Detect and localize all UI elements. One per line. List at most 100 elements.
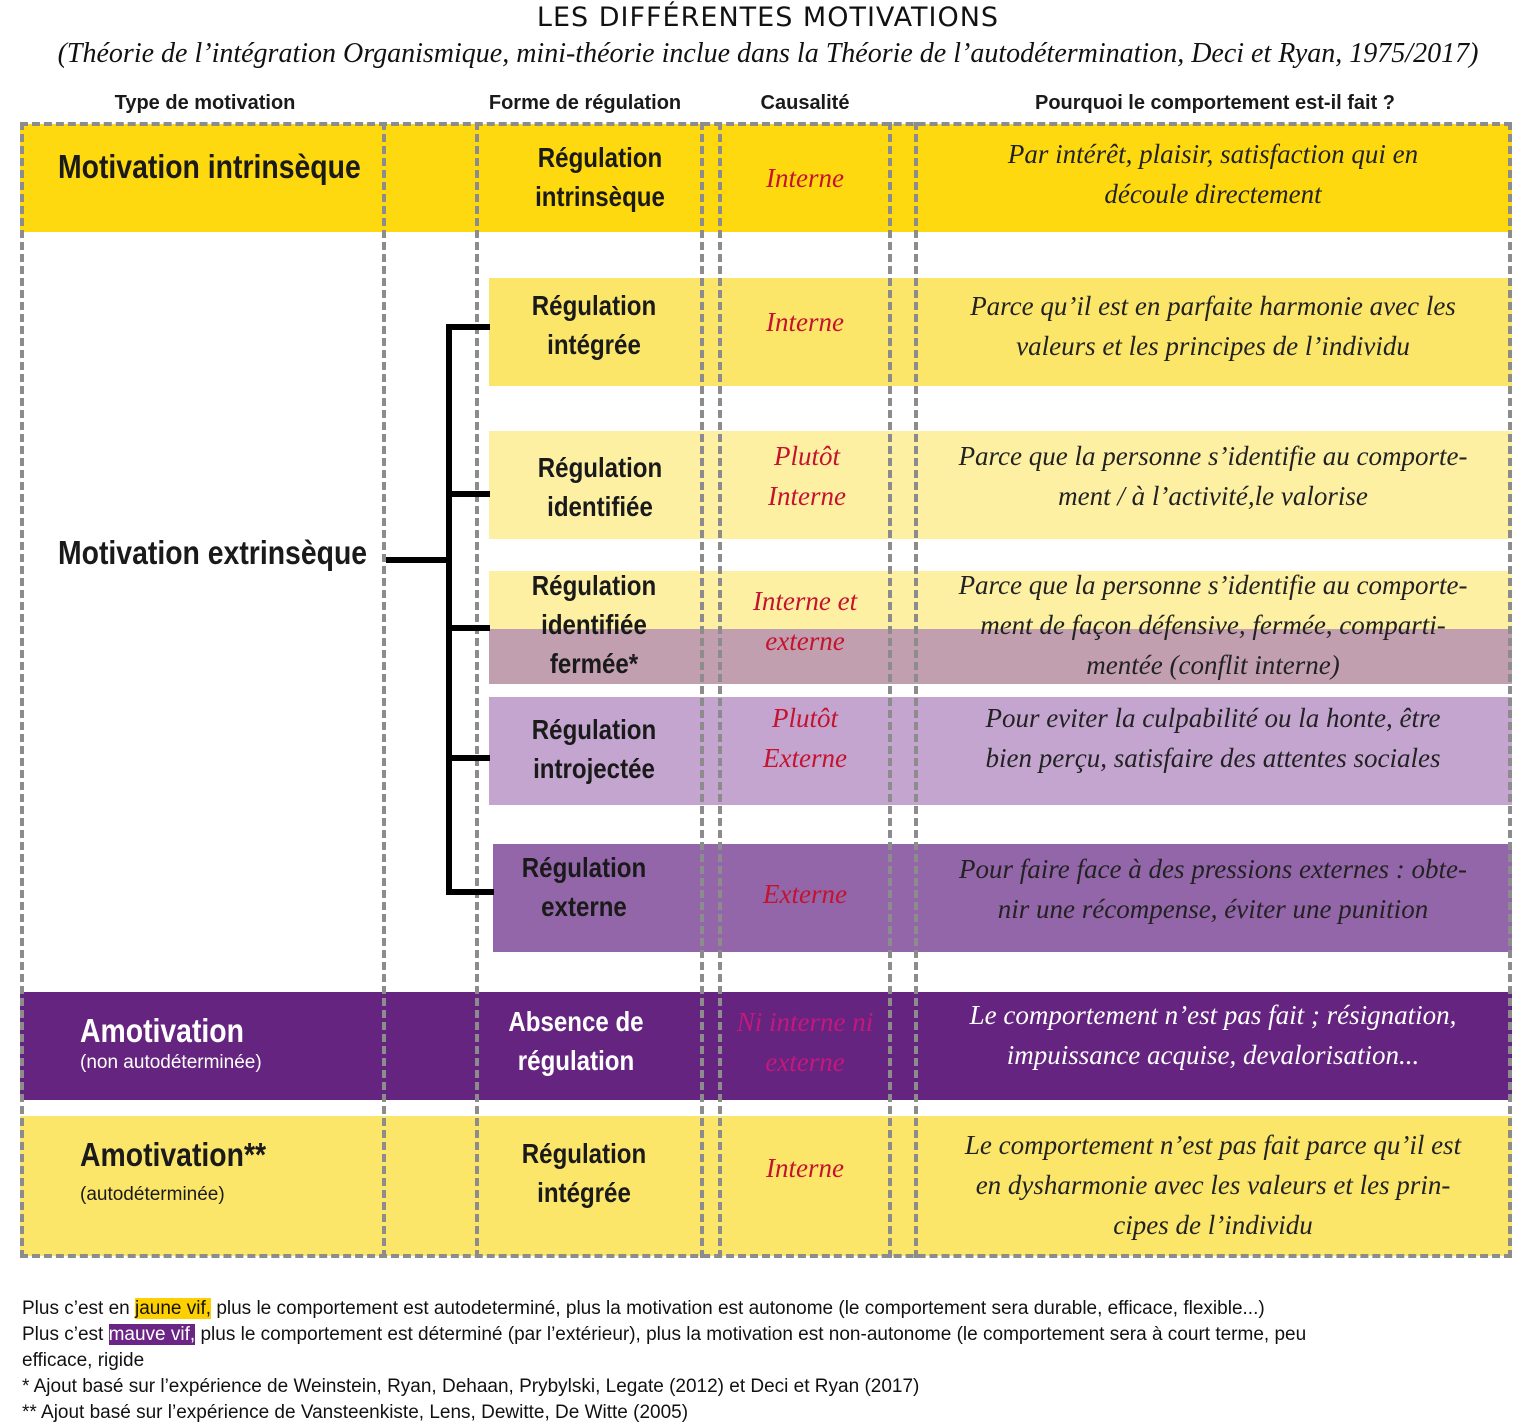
band-identifiee-fermee-bottom xyxy=(489,629,1512,684)
pourquoi-identifiee: Parce que la personne s’identifie au com… xyxy=(918,436,1508,516)
pourquoi-line: Par intérêt, plaisir, satisfaction qui e… xyxy=(1007,139,1419,169)
pourquoi-line: bien perçu, satisfaire des attentes soci… xyxy=(985,743,1441,773)
pourquoi-line: en dysharmonie avec les valeurs et les p… xyxy=(975,1170,1451,1200)
causalite-introjectee: Plutôt Externe xyxy=(720,698,890,778)
bracket-stem xyxy=(386,557,450,563)
regulation-line: Absence de xyxy=(508,1006,644,1037)
regulation-introjectee: Régulation introjectée xyxy=(499,710,688,788)
type-intrinseque: Motivation intrinsèque xyxy=(58,148,361,185)
pourquoi-integree: Parce qu’il est en parfaite harmonie ave… xyxy=(918,286,1508,366)
pourquoi-line: Parce que la personne s’identifie au com… xyxy=(958,570,1468,600)
regulation-line: régulation xyxy=(517,1045,635,1076)
column-header-causalite: Causalité xyxy=(760,92,850,114)
pourquoi-line: impuissance acquise, devalorisation... xyxy=(1006,1040,1420,1070)
bracket-arm-identifiee xyxy=(446,491,490,497)
bracket-spine xyxy=(446,324,452,895)
pourquoi-absence: Le comportement n’est pas fait ; résigna… xyxy=(918,995,1508,1075)
bracket-arm-externe xyxy=(446,889,494,895)
type-amotivation-autodeterminee-note: (autodéterminée) xyxy=(80,1184,225,1205)
pourquoi-line: découle directement xyxy=(1104,179,1322,209)
pourquoi-line: Le comportement n’est pas fait ; résigna… xyxy=(969,1000,1457,1030)
band-integree xyxy=(489,278,1512,386)
band-intrinseque xyxy=(20,124,1512,232)
regulation-line: Régulation xyxy=(521,852,647,883)
grid-top-border xyxy=(20,122,1512,126)
causalite-line: Ni interne ni xyxy=(736,1007,874,1037)
band-externe xyxy=(493,844,1512,952)
pourquoi-line: Le comportement n’est pas fait parce qu’… xyxy=(964,1130,1462,1160)
regulation-line: Régulation xyxy=(537,142,663,173)
band-introjectee xyxy=(489,697,1512,805)
regulation-line: fermée* xyxy=(549,648,639,679)
pourquoi-externe: Pour faire face à des pressions externes… xyxy=(918,849,1508,929)
grid-divider-6 xyxy=(888,122,892,1258)
pourquoi-line: valeurs et les principes de l’individu xyxy=(1016,331,1410,361)
regulation-line: Régulation xyxy=(521,1138,647,1169)
regulation-externe: Régulation externe xyxy=(489,848,678,926)
footnote-2: ** Ajout basé sur l’expérience de Vanste… xyxy=(22,1402,689,1423)
regulation-integree: Régulation intégrée xyxy=(499,286,688,364)
legend-text: Plus c’est en xyxy=(22,1298,135,1319)
causalite-identifiee-fermee: Interne et externe xyxy=(720,581,890,661)
pourquoi-line: Pour eviter la culpabilité ou la honte, … xyxy=(985,703,1441,733)
causalite-line: Interne xyxy=(766,307,844,337)
pourquoi-line: cipes de l’individu xyxy=(1113,1210,1313,1240)
pourquoi-identifiee-fermee: Parce que la personne s’identifie au com… xyxy=(918,565,1508,685)
regulation-absence: Absence de régulation xyxy=(481,1002,670,1080)
regulation-intrinseque: Régulation intrinsèque xyxy=(505,138,694,216)
regulation-identifiee: Régulation identifiée xyxy=(505,448,694,526)
footnote-1: * Ajout basé sur l’expérience de Weinste… xyxy=(22,1376,920,1397)
causalite-line: Plutôt xyxy=(772,703,838,733)
grid-divider-1 xyxy=(20,122,24,1258)
legend-text: Plus c’est xyxy=(22,1324,109,1345)
regulation-line: intrinsèque xyxy=(535,181,665,212)
pourquoi-introjectee: Pour eviter la culpabilité ou la honte, … xyxy=(918,698,1508,778)
band-identifiee-fermee-top xyxy=(489,571,1512,629)
regulation-integree-amotivation: Régulation intégrée xyxy=(489,1134,678,1212)
causalite-line: Externe xyxy=(763,879,847,909)
causalite-line: Interne xyxy=(766,163,844,193)
bracket-arm-integree xyxy=(446,324,490,330)
type-extrinseque: Motivation extrinsèque xyxy=(58,534,368,571)
column-header-type: Type de motivation xyxy=(114,92,296,114)
causalite-line: Interne xyxy=(768,481,846,511)
pourquoi-intrinseque: Par intérêt, plaisir, satisfaction qui e… xyxy=(918,134,1508,214)
pourquoi-line: nir une récompense, éviter une punition xyxy=(997,894,1429,924)
regulation-line: identifiée xyxy=(547,491,653,522)
regulation-line: Régulation xyxy=(537,452,663,483)
band-identifiee xyxy=(489,431,1512,539)
band-amotivation-autodeterminee xyxy=(20,1116,1512,1256)
causalite-line: Interne xyxy=(766,1153,844,1183)
causalite-line: externe xyxy=(765,1047,845,1077)
pourquoi-line: ment / à l’activité,le valorise xyxy=(1058,481,1368,511)
grid-divider-2 xyxy=(382,122,386,1258)
regulation-line: intégrée xyxy=(537,1177,631,1208)
legend-text: plus le comportement est déterminé (par … xyxy=(195,1324,1307,1345)
pourquoi-line: Parce qu’il est en parfaite harmonie ave… xyxy=(970,291,1456,321)
regulation-line: externe xyxy=(541,891,627,922)
pourquoi-line: ment de façon défensive, fermée, compart… xyxy=(980,610,1446,640)
grid-divider-8 xyxy=(1508,122,1512,1258)
page-subtitle: (Théorie de l’intégration Organismique, … xyxy=(57,38,1479,69)
causalite-absence: Ni interne ni externe xyxy=(720,1002,890,1082)
page-title: LES DIFFÉRENTES MOTIVATIONS xyxy=(536,2,1000,33)
pourquoi-line: Parce que la personne s’identifie au com… xyxy=(958,441,1468,471)
legend: Plus c’est en jaune vif, plus le comport… xyxy=(22,1296,1306,1426)
regulation-line: identifiée xyxy=(541,609,647,640)
regulation-line: Régulation xyxy=(531,290,657,321)
type-amotivation: Amotivation xyxy=(80,1012,244,1049)
column-header-regulation: Forme de régulation xyxy=(488,92,682,114)
bracket-arm-introjectee xyxy=(446,755,490,761)
causalite-line: externe xyxy=(765,626,845,656)
type-amotivation-note: (non autodéterminée) xyxy=(80,1052,262,1073)
regulation-line: Régulation xyxy=(531,714,657,745)
causalite-externe: Externe xyxy=(720,874,890,914)
grid-divider-7 xyxy=(914,122,918,1258)
legend-line-mauve: Plus c’est mauve vif, plus le comporteme… xyxy=(22,1322,1306,1348)
regulation-line: intégrée xyxy=(547,329,641,360)
pourquoi-line: mentée (conflit interne) xyxy=(1086,650,1340,680)
causalite-integree: Interne xyxy=(720,302,890,342)
causalite-integree-amotivation: Interne xyxy=(720,1148,890,1188)
grid-bottom-border xyxy=(20,1254,1512,1258)
grid-divider-5 xyxy=(718,122,722,1258)
